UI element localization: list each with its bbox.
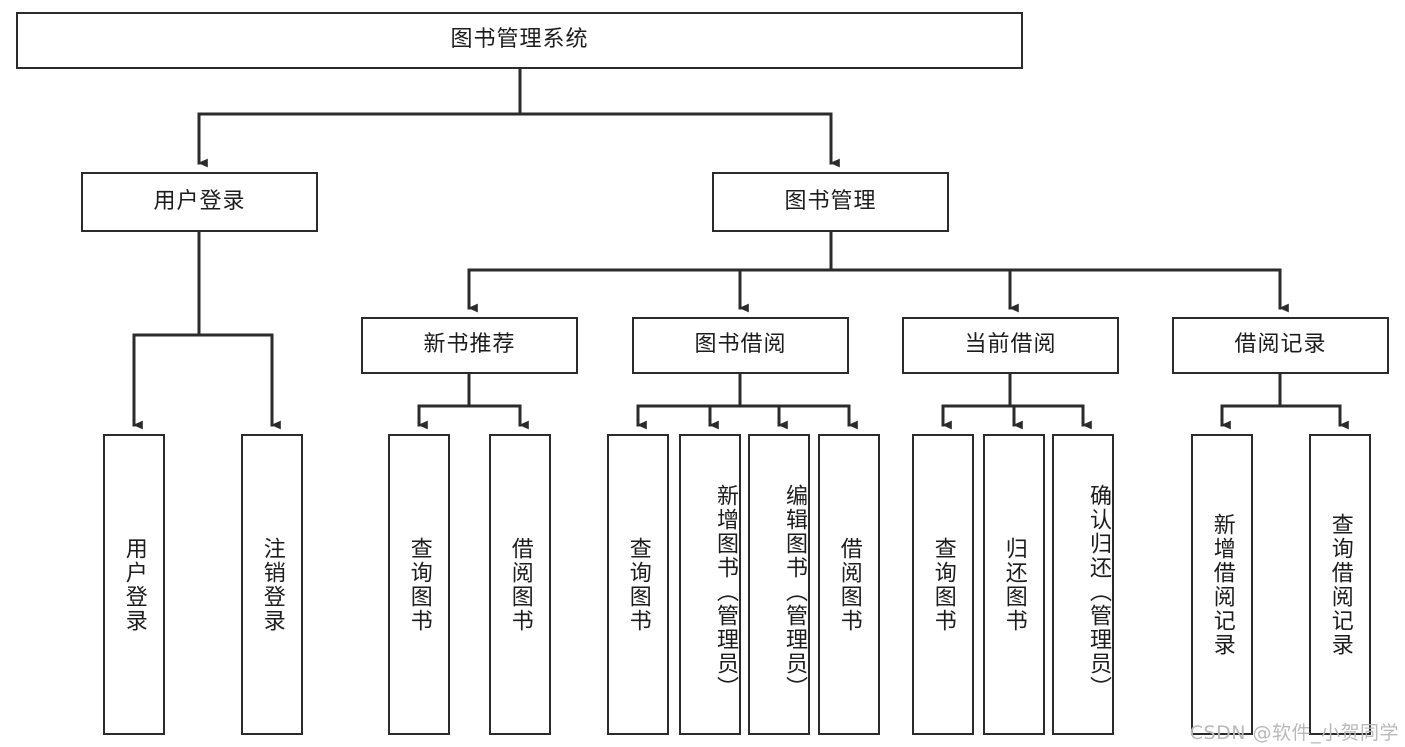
node-new-book-recommend-label: 新书推荐	[423, 332, 516, 358]
node-book-borrow-label: 图书借阅	[694, 332, 787, 358]
leaf-borrow-book-label: 借阅图书	[836, 536, 862, 633]
leaf-edit-book-admin[interactable]: 编辑图书（管理员）	[748, 434, 810, 735]
node-root-label: 图书管理系统	[450, 27, 589, 53]
node-borrow-record[interactable]: 借阅记录	[1172, 317, 1389, 374]
leaf-borrow-book-rec[interactable]: 借阅图书	[489, 434, 551, 735]
node-root[interactable]: 图书管理系统	[16, 12, 1023, 69]
node-current-borrow-label: 当前借阅	[964, 332, 1057, 358]
node-new-book-recommend[interactable]: 新书推荐	[361, 317, 578, 374]
node-user-login[interactable]: 用户登录	[81, 172, 318, 232]
leaf-query-borrow-record[interactable]: 查询借阅记录	[1309, 434, 1371, 735]
leaf-query-book-rec-label: 查询图书	[406, 536, 432, 633]
node-book-management[interactable]: 图书管理	[712, 172, 949, 232]
node-book-management-label: 图书管理	[784, 188, 877, 214]
watermark-text: CSDN @软件_小贺同学	[1189, 722, 1399, 744]
leaf-user-logout-label: 注销登录	[259, 536, 285, 633]
node-current-borrow[interactable]: 当前借阅	[902, 317, 1119, 374]
leaf-edit-book-admin-label: 编辑图书（管理员）	[782, 483, 807, 700]
leaf-query-book-borrow-label: 查询图书	[625, 536, 651, 633]
leaf-borrow-book-rec-label: 借阅图书	[507, 536, 533, 633]
node-book-borrow[interactable]: 图书借阅	[632, 317, 849, 374]
leaf-return-book-label: 归还图书	[1001, 536, 1027, 633]
leaf-user-login[interactable]: 用户登录	[103, 434, 165, 735]
leaf-confirm-return-admin-label: 确认归还（管理员）	[1086, 483, 1111, 700]
node-user-login-label: 用户登录	[153, 188, 246, 214]
leaf-user-logout[interactable]: 注销登录	[241, 434, 303, 735]
leaf-query-book-cur-label: 查询图书	[930, 536, 956, 633]
leaf-query-book-cur[interactable]: 查询图书	[912, 434, 974, 735]
leaf-add-borrow-record[interactable]: 新增借阅记录	[1191, 434, 1253, 735]
leaf-return-book[interactable]: 归还图书	[983, 434, 1045, 735]
leaf-borrow-book[interactable]: 借阅图书	[818, 434, 880, 735]
leaf-user-login-label: 用户登录	[121, 536, 147, 633]
leaf-query-book-rec[interactable]: 查询图书	[388, 434, 450, 735]
node-borrow-record-label: 借阅记录	[1234, 332, 1327, 358]
leaf-add-borrow-record-label: 新增借阅记录	[1209, 512, 1235, 657]
leaf-confirm-return-admin[interactable]: 确认归还（管理员）	[1052, 434, 1114, 735]
leaf-query-borrow-record-label: 查询借阅记录	[1327, 512, 1353, 657]
leaf-add-book-admin[interactable]: 新增图书（管理员）	[679, 434, 741, 735]
leaf-add-book-admin-label: 新增图书（管理员）	[713, 483, 738, 700]
leaf-query-book-borrow[interactable]: 查询图书	[607, 434, 669, 735]
